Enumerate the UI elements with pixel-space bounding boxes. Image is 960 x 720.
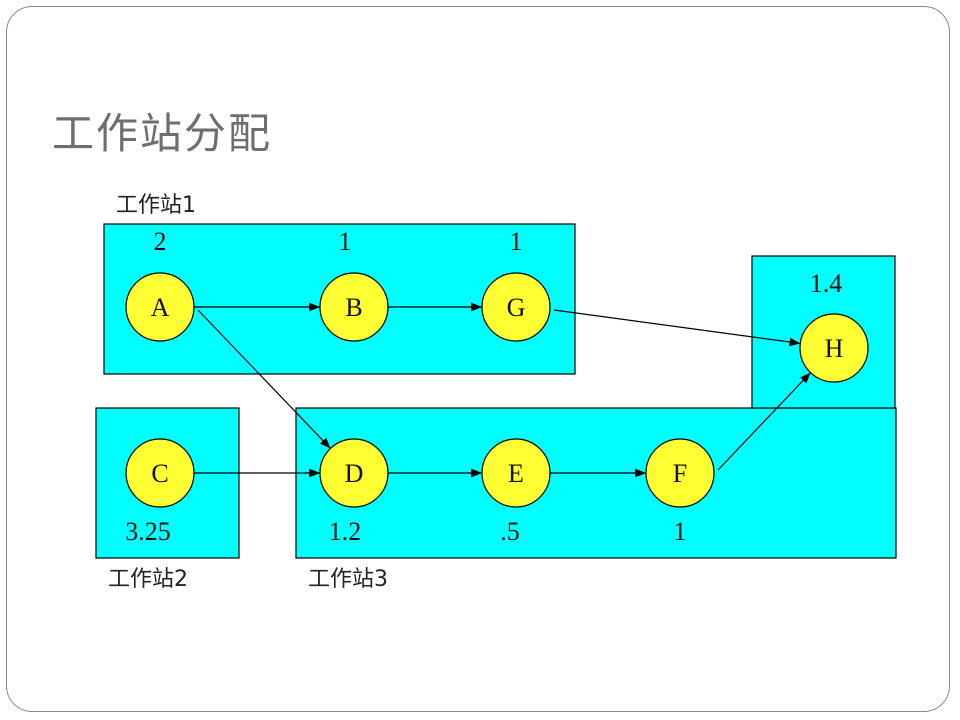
task-label-E: E (508, 459, 524, 488)
task-time-D: 1.2 (329, 517, 362, 546)
task-label-G: G (507, 293, 526, 322)
station-label-ws2: 工作站2 (108, 567, 188, 592)
edge-G-H (553, 309, 801, 347)
task-time-B: 1 (339, 227, 352, 256)
task-node-G (481, 272, 551, 342)
task-node-E (481, 438, 551, 508)
edge-F-H (717, 372, 812, 471)
task-time-F: 1 (674, 517, 687, 546)
station-label-ws3: 工作站3 (308, 567, 388, 592)
task-label-F: F (673, 459, 687, 488)
task-label-B: B (345, 293, 362, 322)
task-time-C: 3.25 (125, 517, 171, 546)
task-label-C: C (151, 459, 168, 488)
task-node-H (799, 313, 869, 383)
edge-A-D (197, 309, 331, 449)
station-box-ws3 (295, 407, 897, 559)
task-label-D: D (345, 459, 364, 488)
page-title: 工作站分配 (52, 109, 273, 158)
task-time-H: 1.4 (810, 269, 843, 298)
task-node-D (319, 438, 389, 508)
task-node-C (125, 438, 195, 508)
task-node-A (125, 272, 195, 342)
task-time-E: .5 (500, 517, 520, 546)
station-label-ws1: 工作站1 (116, 193, 196, 218)
task-time-G: 1 (510, 227, 523, 256)
task-node-B (319, 272, 389, 342)
task-label-H: H (825, 334, 844, 363)
task-node-F (645, 438, 715, 508)
task-time-A: 2 (154, 227, 167, 256)
task-label-A: A (151, 293, 170, 322)
